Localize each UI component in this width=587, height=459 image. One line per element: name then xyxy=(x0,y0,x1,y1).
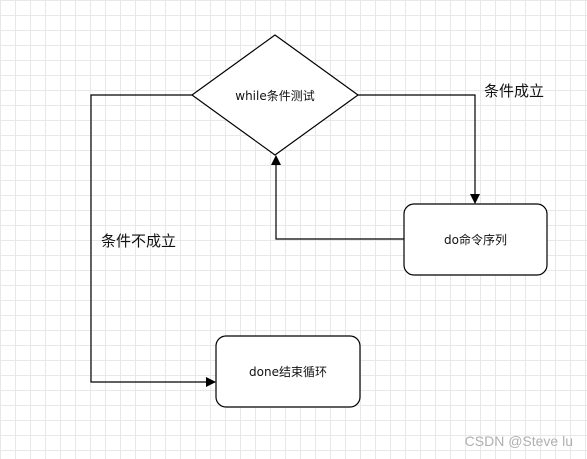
do-process-label: do命令序列 xyxy=(444,232,507,247)
decision-label: while条件测试 xyxy=(235,88,314,103)
edge-false xyxy=(90,94,216,387)
done-label: done结束循环 xyxy=(249,365,327,379)
edge-true xyxy=(358,94,480,204)
done-box xyxy=(215,335,361,408)
edge-label-false: 条件不成立 xyxy=(101,232,176,250)
watermark: CSDN @Steve lu xyxy=(464,433,573,449)
edge-label-true: 条件成立 xyxy=(484,82,544,100)
edge-loop-back xyxy=(271,155,404,240)
